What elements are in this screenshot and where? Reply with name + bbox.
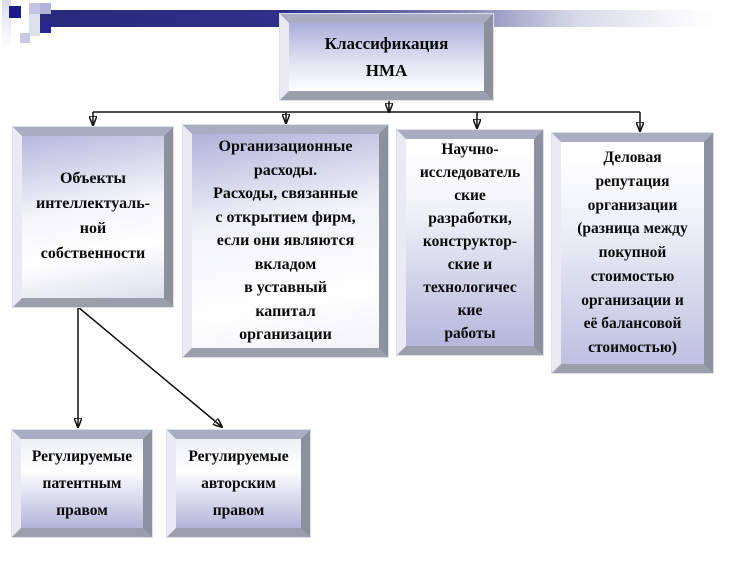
diagram-node-research-development: Научно- исследователь ские разработки, к… [397, 130, 543, 355]
decor-square [29, 3, 40, 14]
decor-square-navy [9, 6, 21, 18]
sub-branch-label: Регулируемые авторским правом [188, 447, 289, 520]
connector-branch1-to-sub2 [77, 306, 222, 427]
decor-square [29, 14, 40, 25]
sub-branch-label: Регулируемые патентным правом [31, 447, 133, 520]
decor-square [29, 25, 40, 36]
title-label: Классификация НМА [324, 33, 449, 80]
diagram-node-patent-law: Регулируемые патентным правом [12, 430, 152, 537]
diagram-node-copyright-law: Регулируемые авторским правом [167, 430, 310, 537]
diagram-node-intellectual-property: Объекты интеллектуаль- ной собственности [13, 127, 173, 307]
decor-left-strip [2, 0, 11, 46]
diagram-node-organizational-expenses: Организационные расходы. Расходы, связан… [183, 125, 388, 357]
diagram-node-business-reputation: Деловая репутация организации (разница м… [552, 133, 713, 373]
decor-square [20, 33, 30, 43]
branch-label: Научно- исследователь ские разработки, к… [419, 141, 521, 342]
decor-square [40, 3, 51, 14]
branch-label: Организационные расходы. Расходы, связан… [213, 138, 358, 344]
diagram-node-title: Классификация НМА [280, 14, 493, 100]
decor-square [40, 22, 51, 33]
branch-label: Деловая репутация организации (разница м… [577, 149, 688, 356]
branch-label: Объекты интеллектуаль- ной собственности [35, 170, 150, 262]
